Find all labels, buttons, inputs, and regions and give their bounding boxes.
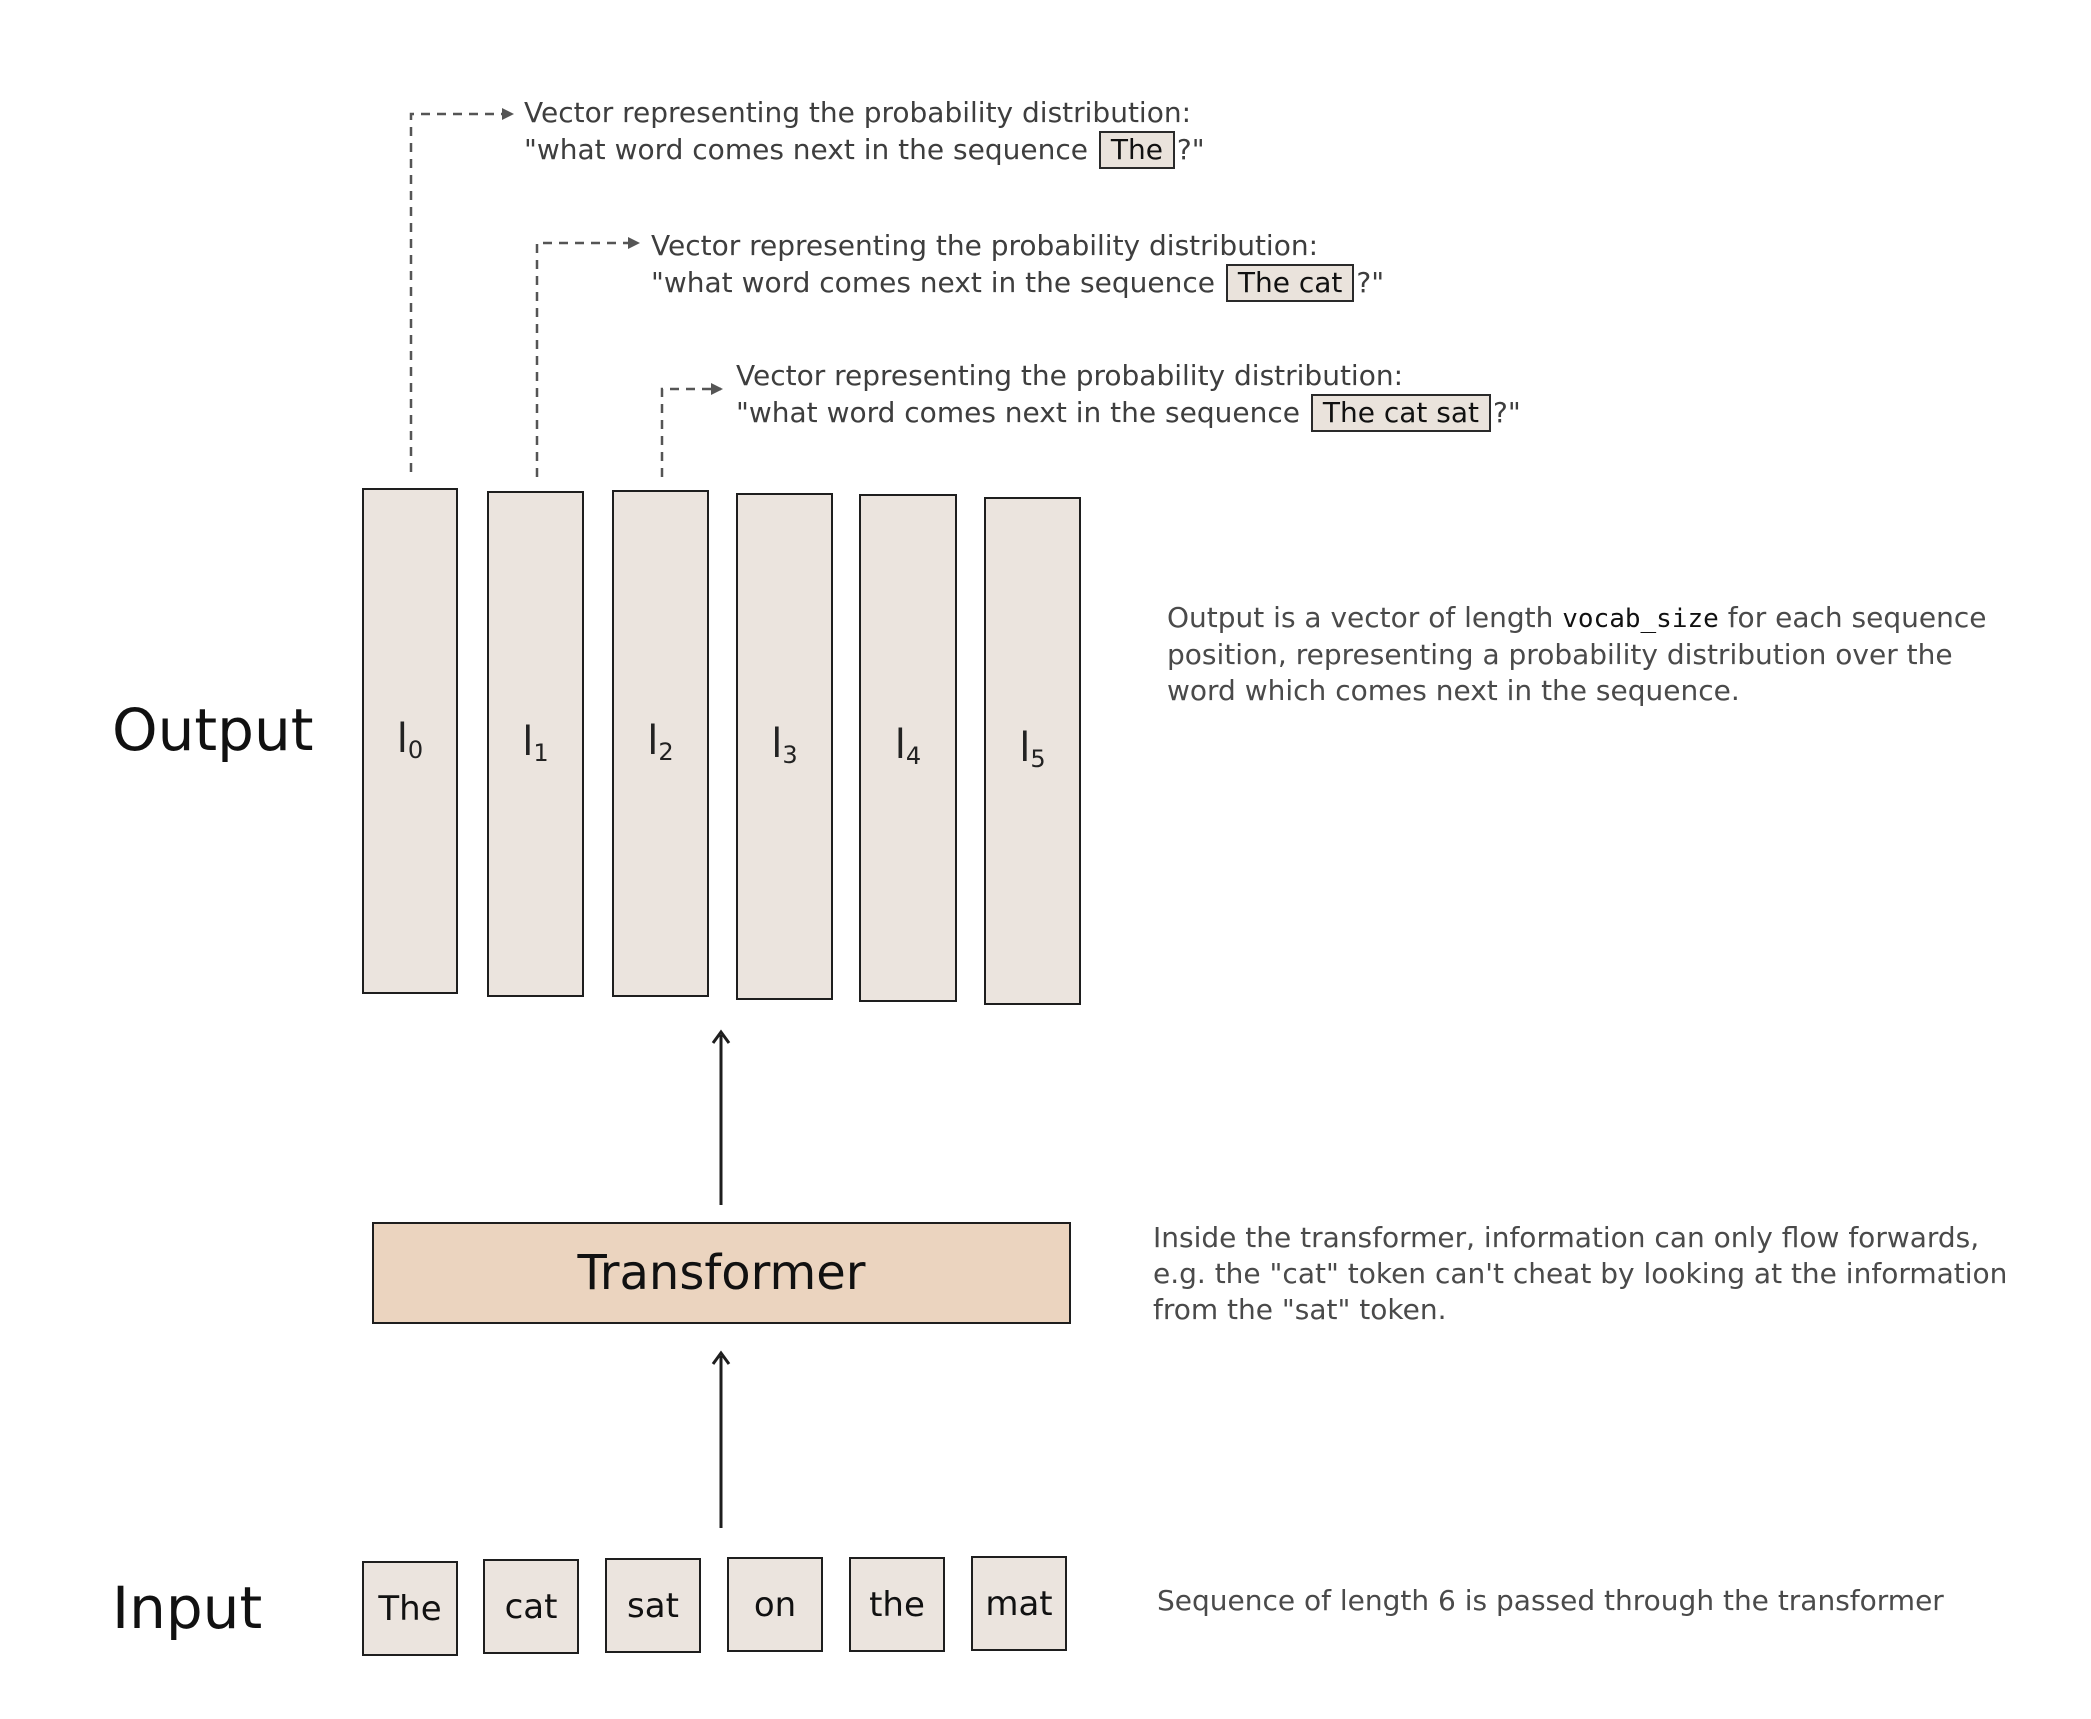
- input-label: Input: [112, 1574, 263, 1642]
- connector-l0: [409, 108, 514, 472]
- callout-l2-question: "what word comes next in the sequence Th…: [736, 394, 1521, 432]
- bar-l1-sub: 1: [533, 739, 549, 767]
- output-description-part2: for each sequence position, representing…: [1167, 601, 1987, 707]
- bar-l2-sub: 2: [658, 738, 674, 766]
- output-description-code: vocab_size: [1562, 604, 1719, 634]
- callout-l2-suffix: ?": [1492, 396, 1521, 429]
- output-bar-l0-label: l0: [364, 716, 456, 764]
- bar-l2-base: l: [647, 718, 659, 764]
- bar-l1-base: l: [522, 719, 534, 765]
- input-token-mat: mat: [971, 1556, 1067, 1651]
- callout-l2: Vector representing the probability dist…: [736, 358, 1521, 432]
- input-token-on: on: [727, 1557, 823, 1652]
- callout-l0-suffix: ?": [1176, 133, 1205, 166]
- callout-l0-title: Vector representing the probability dist…: [524, 96, 1192, 129]
- input-description: Sequence of length 6 is passed through t…: [1157, 1584, 1944, 1617]
- connector-l2: [660, 383, 723, 477]
- output-description-part1: Output is a vector of length: [1167, 601, 1554, 634]
- input-token-the: The: [362, 1561, 458, 1656]
- callout-l2-prefix: "what word comes next in the sequence: [736, 396, 1300, 429]
- output-bar-l0: l0: [362, 488, 458, 994]
- input-token-cat: cat: [483, 1559, 579, 1654]
- callout-l1-prefix: "what word comes next in the sequence: [651, 266, 1215, 299]
- callout-l1-suffix: ?": [1356, 266, 1385, 299]
- output-bar-l4-label: l4: [861, 722, 955, 770]
- connector-l1: [535, 237, 640, 477]
- bar-l5-base: l: [1019, 725, 1031, 771]
- output-bar-l4: l4: [859, 494, 957, 1002]
- bar-l4-sub: 4: [905, 742, 922, 770]
- output-bar-l5: l5: [984, 497, 1081, 1005]
- callout-l0-prefix: "what word comes next in the sequence: [524, 133, 1088, 166]
- output-bar-l1-label: l1: [489, 719, 582, 767]
- output-bar-l3: l3: [736, 493, 833, 1000]
- transformer-block: Transformer: [372, 1222, 1071, 1324]
- bar-l4-base: l: [894, 722, 906, 768]
- bar-l3-sub: 3: [782, 741, 798, 769]
- callout-l1-sequence-box: The cat: [1225, 264, 1355, 302]
- bar-l0-base: l: [396, 716, 408, 762]
- callout-l1-question: "what word comes next in the sequence Th…: [651, 264, 1384, 302]
- bar-l5-sub: 5: [1030, 745, 1046, 773]
- callout-l1: Vector representing the probability dist…: [651, 228, 1384, 302]
- callout-l2-sequence-box: The cat sat: [1310, 394, 1491, 432]
- callout-l2-title: Vector representing the probability dist…: [736, 359, 1404, 392]
- output-bar-l1: l1: [487, 491, 584, 997]
- output-label: Output: [112, 696, 314, 764]
- output-bar-l3-label: l3: [738, 721, 831, 769]
- bar-l0-sub: 0: [407, 736, 424, 764]
- callout-l0-sequence-box: The: [1098, 131, 1175, 169]
- output-bar-l5-label: l5: [986, 725, 1079, 773]
- transformer-label: Transformer: [577, 1245, 866, 1301]
- bar-l3-base: l: [771, 721, 783, 767]
- output-bar-l2: l2: [612, 490, 709, 997]
- transformer-description: Inside the transformer, information can …: [1153, 1221, 2008, 1326]
- input-token-the-2: the: [849, 1557, 945, 1652]
- callout-l0: Vector representing the probability dist…: [524, 95, 1205, 169]
- input-token-sat: sat: [605, 1558, 701, 1653]
- output-bar-l2-label: l2: [614, 718, 707, 766]
- output-description: Output is a vector of length vocab_size …: [1167, 600, 1997, 709]
- callout-l1-title: Vector representing the probability dist…: [651, 229, 1319, 262]
- callout-l0-question: "what word comes next in the sequence Th…: [524, 131, 1205, 169]
